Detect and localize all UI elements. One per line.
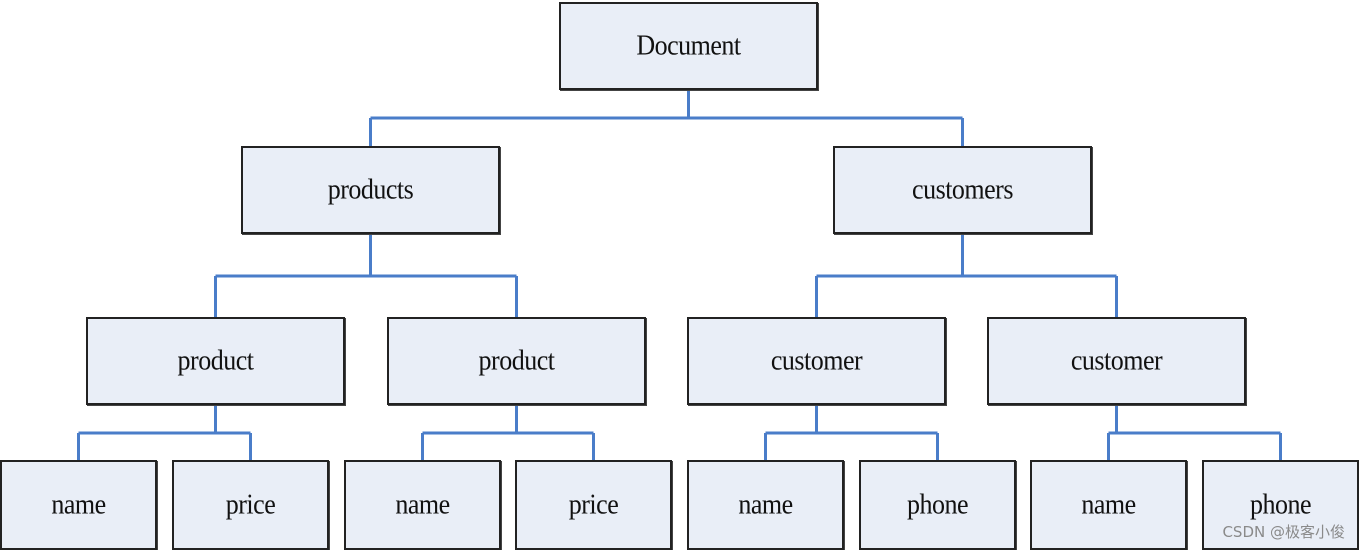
- node-label: name: [1081, 488, 1136, 521]
- node-document: Document: [559, 2, 818, 90]
- node-customer: customer: [687, 317, 946, 405]
- node-label: name: [51, 488, 106, 521]
- node-label: product: [478, 344, 555, 377]
- node-customer: customer: [987, 317, 1246, 405]
- node-customers: customers: [833, 146, 1092, 234]
- node-label: customer: [770, 344, 863, 377]
- node-products: products: [241, 146, 500, 234]
- node-product: product: [387, 317, 646, 405]
- node-phone: phone: [859, 460, 1016, 550]
- node-label: customer: [1070, 344, 1163, 377]
- node-label: price: [568, 488, 619, 521]
- node-label: Document: [636, 29, 741, 62]
- node-label: phone: [1249, 488, 1312, 521]
- node-price: price: [515, 460, 672, 550]
- node-label: product: [177, 344, 254, 377]
- node-name: name: [0, 460, 157, 550]
- node-name: name: [1030, 460, 1187, 550]
- node-label: customers: [912, 173, 1013, 206]
- node-price: price: [172, 460, 329, 550]
- watermark: CSDN @极客小俊: [1222, 523, 1345, 541]
- node-label: products: [327, 173, 414, 206]
- node-name: name: [687, 460, 844, 550]
- node-phone: phone: [1202, 460, 1359, 550]
- node-label: name: [395, 488, 450, 521]
- node-label: name: [738, 488, 793, 521]
- node-label: price: [225, 488, 276, 521]
- node-label: phone: [906, 488, 969, 521]
- node-product: product: [86, 317, 345, 405]
- node-name: name: [344, 460, 501, 550]
